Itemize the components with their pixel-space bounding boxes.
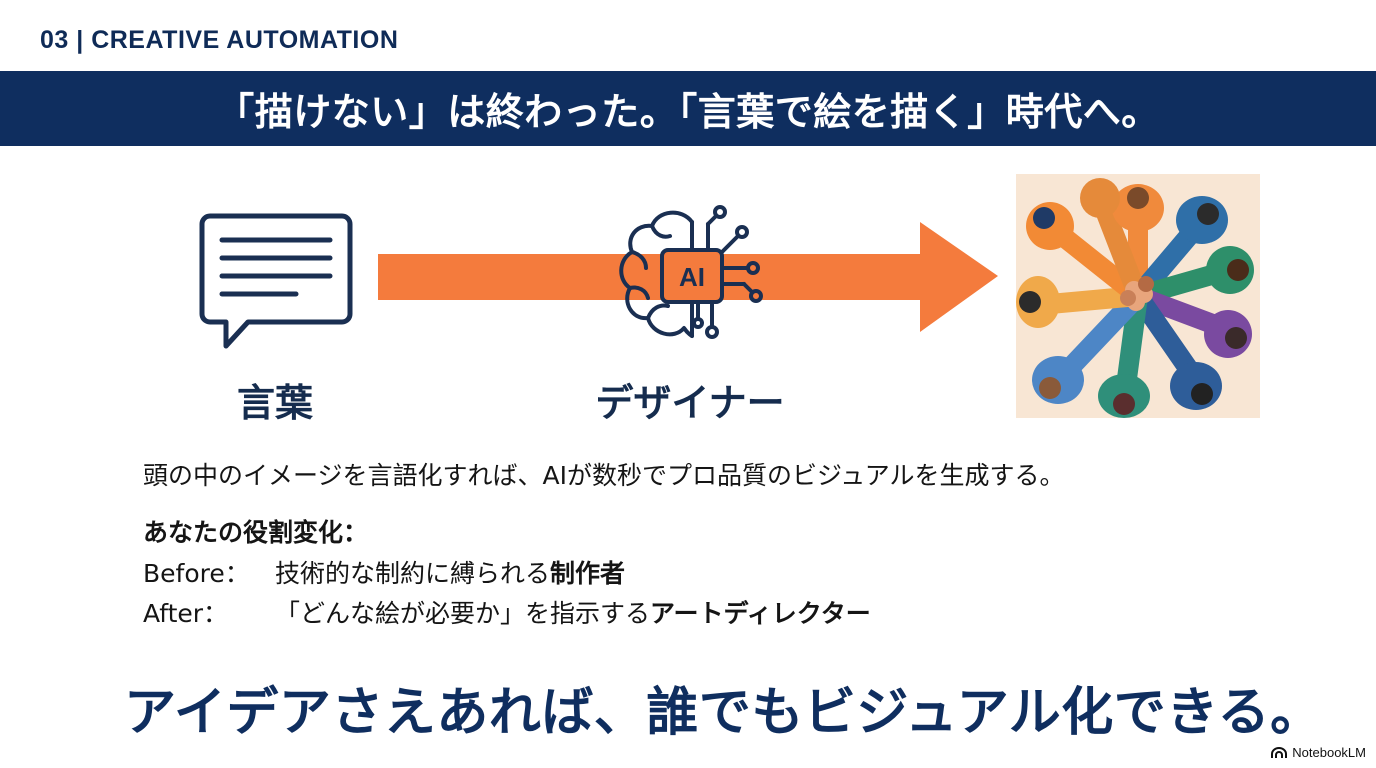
speech-bubble-document-icon <box>199 213 353 349</box>
after-line: After： 「どんな絵が必要か」を指示するアートディレクター <box>143 594 871 630</box>
team-hands-together-illustration <box>1016 174 1260 418</box>
ai-chip-label: AI <box>679 262 705 292</box>
after-role: アートディレクター <box>650 599 871 628</box>
notebooklm-logo-icon <box>1271 746 1288 758</box>
notebooklm-brand: NotebookLM <box>1271 745 1366 760</box>
before-tag: Before： <box>143 559 250 588</box>
role-change-heading: あなたの役割変化： <box>143 518 369 547</box>
before-text: 技術的な制約に縛られる <box>275 559 551 588</box>
words-label: 言葉 <box>236 381 313 425</box>
after-text: 「どんな絵が必要か」を指示する <box>275 599 651 628</box>
slide-title: 「描けない」は終わった。「言葉で絵を描く」時代へ。 <box>216 90 1160 134</box>
designer-label: デザイナー <box>595 381 785 425</box>
description-text: 頭の中のイメージを言語化すれば、AIが数秒でプロ品質のビジュアルを生成する。 <box>143 461 1065 490</box>
ai-brain-circuit-icon: AI <box>619 205 763 339</box>
after-tag: After： <box>143 599 229 628</box>
before-line: Before： 技術的な制約に縛られる制作者 <box>143 554 625 590</box>
tagline: アイデアさえあれば、誰でもビジュアル化できる。 <box>124 683 1323 743</box>
before-role: 制作者 <box>550 559 626 588</box>
section-label: 03 | CREATIVE AUTOMATION <box>40 26 399 54</box>
title-banner: 「描けない」は終わった。「言葉で絵を描く」時代へ。 <box>0 71 1376 146</box>
brand-name: NotebookLM <box>1292 745 1366 760</box>
